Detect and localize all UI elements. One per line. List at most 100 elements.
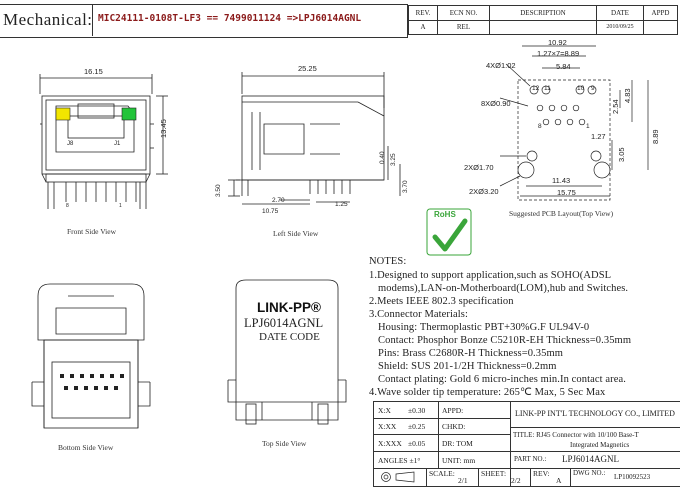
- tb-divider: [374, 451, 680, 452]
- appd-header: APPD: [643, 5, 678, 21]
- appd-value: [643, 19, 678, 35]
- bottom-side-view: [31, 283, 151, 429]
- date-value: 2010/09/25: [596, 19, 644, 35]
- description-header: DESCRIPTION: [489, 5, 597, 21]
- note-line: Pins: Brass C2680R-H Thickness=0.35mm: [378, 348, 564, 359]
- title-line-1: TITLE: RJ45 Connector with 10/100 Base-T: [513, 431, 639, 439]
- left-length-dim: 25.25: [298, 64, 317, 73]
- note-line: 1.Designed to support application,such a…: [369, 270, 612, 281]
- description-value: [489, 19, 597, 35]
- rohs-label: RoHS: [434, 210, 456, 219]
- sheet-label: SHEET:: [481, 469, 507, 478]
- front-height-dim: 13.45: [159, 119, 168, 138]
- pcb-dim-584: 5.84: [556, 62, 571, 71]
- left-dim-350: 3.50: [215, 184, 222, 197]
- tol-x: X:X: [378, 406, 391, 415]
- left-dim-270: 2.70: [272, 197, 285, 204]
- scale-label: SCALE:: [429, 469, 455, 478]
- tb-divider: [426, 468, 427, 486]
- scale-value: 2/1: [458, 476, 468, 485]
- tb-divider: [374, 434, 511, 435]
- sheet-value: 2/2: [511, 476, 521, 485]
- tol-xx: X:XX: [378, 422, 397, 431]
- left-side-view: [228, 72, 401, 205]
- front-led-yellow: [55, 107, 71, 121]
- pcb-dim-254: 2.54: [611, 99, 620, 114]
- front-side-view: [39, 74, 168, 209]
- projection-symbol-icon: [381, 471, 415, 483]
- pcb-view-caption: Suggested PCB Layout(Top View): [509, 209, 614, 218]
- pcb-holes-4x: 4XØ1.02: [486, 61, 516, 70]
- tb-divider: [570, 468, 571, 486]
- pcb-holes-2x-170: 2XØ1.70: [464, 163, 494, 172]
- pcb-dim-1092: 10.92: [548, 38, 567, 47]
- pcb-dim-483: 4.83: [623, 88, 632, 103]
- ecn-value: REL: [437, 19, 490, 35]
- tb-divider: [530, 468, 531, 486]
- tol-xx-val: ±0.25: [408, 422, 426, 431]
- top-view-caption: Top Side View: [262, 439, 307, 448]
- title-line-2: Integrated Magnetics: [570, 441, 630, 449]
- pcb-dim-1143: 11.43: [552, 176, 571, 185]
- pcb-pin-9: 9: [591, 85, 595, 92]
- title-block: X:X ±0.30 X:XX ±0.25 X:XXX ±0.05 ANGLES …: [373, 401, 680, 487]
- front-view-caption: Front Side View: [67, 227, 116, 236]
- pcb-pin-11: 11: [544, 85, 551, 92]
- top-view-model: LPJ6014AGNL: [244, 316, 324, 330]
- ecn-header: ECN NO.: [437, 5, 490, 21]
- notes-heading: NOTES:: [369, 256, 407, 267]
- part-no-label: PART NO.:: [514, 455, 547, 463]
- pcb-layout-view: [499, 45, 649, 201]
- company-name: LINK-PP INT'L TECHNOLOGY CO., LIMITED: [515, 409, 675, 418]
- pcb-holes-8x: 8XØ0.90: [481, 99, 511, 108]
- rev-label: REV:: [533, 469, 550, 478]
- header-divider: [92, 4, 93, 36]
- drawn-by: DR: TOM: [442, 439, 473, 448]
- pcb-dim-127: 1.27: [591, 132, 606, 141]
- dwg-value: LP10092523: [614, 473, 651, 481]
- tb-divider: [438, 402, 439, 468]
- front-led-green: [121, 107, 137, 121]
- front-label-j1: J1: [114, 141, 121, 147]
- left-dim-370: 3.70: [402, 180, 409, 193]
- rev-value: A: [408, 19, 438, 35]
- unit-label: UNIT: mm: [442, 456, 476, 465]
- left-dim-125: 1.25: [335, 201, 348, 208]
- tol-xxx: X:XXX: [378, 439, 402, 448]
- tb-divider: [374, 468, 680, 469]
- pcb-holes-2x-320: 2XØ3.20: [469, 187, 499, 196]
- front-width-dim: 16.15: [84, 67, 103, 76]
- left-view-caption: Left Side View: [273, 229, 319, 238]
- date-header: DATE: [596, 5, 644, 21]
- rev-value-tb: A: [556, 476, 562, 485]
- pcb-dim-127x7: 1.27×7=8.89: [537, 49, 580, 58]
- left-dim-1075: 10.75: [262, 208, 279, 215]
- note-line: 2.Meets IEEE 802.3 specification: [369, 296, 514, 307]
- top-side-view: [227, 279, 347, 425]
- tol-angles: ANGLES ±1°: [378, 456, 421, 465]
- part-no-value: LPJ6014AGNL: [562, 454, 620, 464]
- rohs-logo: RoHS: [425, 207, 473, 257]
- pcb-pin-10: 10: [577, 85, 585, 92]
- top-view-brand: LINK-PP®: [257, 300, 321, 315]
- pcb-dim-305: 3.05: [617, 147, 626, 162]
- header-box: [0, 4, 408, 38]
- pcb-pin-8: 8: [538, 123, 542, 130]
- tol-xxx-val: ±0.05: [408, 439, 426, 448]
- top-view-date-code: DATE CODE: [259, 331, 320, 343]
- front-pin-right: 1: [119, 203, 122, 209]
- note-line: Housing: Thermoplastic PBT+30%G.F UL94V-…: [378, 322, 590, 333]
- pcb-pin-1: 1: [586, 123, 590, 130]
- chkd-label: CHKD:: [442, 422, 466, 431]
- pcb-pin-12: 12: [532, 85, 540, 92]
- note-line: Contact: Phosphor Bonze C5210R-EH Thickn…: [378, 335, 632, 346]
- pcb-dim-889: 8.89: [651, 129, 660, 144]
- left-dim-040: 0.40: [379, 151, 386, 164]
- left-dim-325: 3.25: [390, 153, 397, 166]
- mechanical-label: Mechanical:: [3, 10, 93, 29]
- front-pin-left: 8: [66, 203, 69, 209]
- tb-divider: [510, 402, 511, 486]
- note-line: 3.Connector Materials:: [369, 309, 469, 320]
- front-label-j8: J8: [67, 141, 74, 147]
- note-line: modems),LAN-on-Motherboard(LOM),hub and …: [378, 283, 629, 294]
